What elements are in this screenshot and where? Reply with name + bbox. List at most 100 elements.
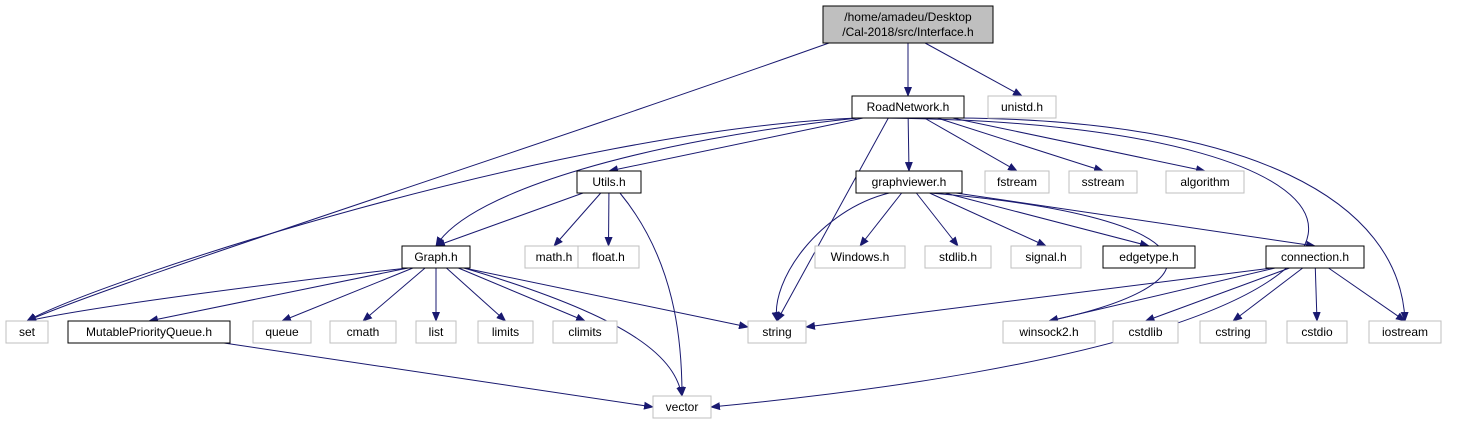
node-label-roadnetwork: RoadNetwork.h [867, 100, 950, 114]
node-interface[interactable]: /home/amadeu/Desktop/Cal-2018/src/Interf… [822, 5, 994, 44]
node-algorithm: algorithm [1165, 170, 1245, 194]
node-box-climits [552, 320, 618, 344]
edge-graph-to-vector [463, 267, 685, 397]
node-windows: Windows.h [814, 245, 906, 269]
node-utils[interactable]: Utils.h [576, 170, 642, 194]
node-cstdio: cstdio [1286, 320, 1348, 344]
node-box-list [415, 320, 457, 344]
node-cstring: cstring [1199, 320, 1267, 344]
node-iostream: iostream [1368, 320, 1442, 344]
node-label-mpq: MutablePriorityQueue.h [86, 325, 212, 339]
edges-layer [26, 42, 1409, 411]
edge-graphviewer-to-edgetype [944, 192, 1150, 248]
node-box-cmath [329, 320, 397, 344]
node-box-set [5, 320, 49, 344]
node-box-windows [814, 245, 906, 269]
node-box-roadnetwork [851, 95, 965, 119]
node-label-cstdlib: cstdlib [1128, 325, 1162, 339]
edge-graph-to-mpq [148, 267, 409, 324]
node-label-utils: Utils.h [592, 175, 625, 189]
node-box-unistd [987, 95, 1057, 119]
node-string: string [747, 320, 807, 344]
edge-roadnetwork-to-iostream [957, 117, 1409, 322]
node-box-iostream [1368, 320, 1442, 344]
nodes-layer: /home/amadeu/Desktop/Cal-2018/src/Interf… [5, 5, 1442, 419]
node-signal: signal.h [1010, 245, 1082, 269]
edge-graphviewer-to-connection [955, 192, 1316, 249]
node-box-cstring [1199, 320, 1267, 344]
node-box-limits [477, 320, 534, 344]
node-box-cstdlib [1112, 320, 1179, 344]
node-graphviewer[interactable]: graphviewer.h [855, 170, 963, 194]
edge-graphviewer-to-signal [929, 192, 1047, 247]
node-label-windows: Windows.h [831, 250, 890, 264]
edge-utils-to-math [553, 192, 602, 247]
node-edgetype[interactable]: edgetype.h [1102, 245, 1196, 269]
node-label-cmath: cmath [347, 325, 380, 339]
node-label-list: list [429, 325, 444, 339]
edge-roadnetwork-to-graphviewer [904, 117, 913, 172]
node-box-edgetype [1102, 245, 1196, 269]
node-sstream: sstream [1068, 170, 1138, 194]
edge-graph-to-cmath [362, 267, 426, 322]
node-mpq[interactable]: MutablePriorityQueue.h [67, 320, 231, 344]
edge-graph-to-limits [446, 267, 507, 322]
node-label-cstring: cstring [1215, 325, 1250, 339]
node-queue: queue [252, 320, 312, 344]
node-list: list [415, 320, 457, 344]
node-box-mpq [67, 320, 231, 344]
node-box-stdlib [924, 245, 992, 269]
node-unistd: unistd.h [987, 95, 1057, 119]
node-box-winsock2 [1002, 320, 1096, 344]
node-box-utils [576, 170, 642, 194]
edge-graphviewer-to-stdlib [915, 192, 959, 247]
node-box-connection [1265, 245, 1365, 269]
node-climits: climits [552, 320, 618, 344]
node-label-iostream: iostream [1382, 325, 1428, 339]
node-label-unistd: unistd.h [1001, 100, 1043, 114]
node-set: set [5, 320, 49, 344]
node-connection[interactable]: connection.h [1265, 245, 1365, 269]
node-box-queue [252, 320, 312, 344]
node-cstdlib: cstdlib [1112, 320, 1179, 344]
node-label-graph: Graph.h [414, 250, 457, 264]
node-label-interface: /Cal-2018/src/Interface.h [842, 25, 973, 39]
edge-graphviewer-to-windows [859, 192, 903, 247]
edge-roadnetwork-to-graph [435, 117, 859, 247]
node-label-graphviewer: graphviewer.h [872, 175, 947, 189]
edge-graph-to-queue [281, 267, 414, 322]
node-box-graphviewer [855, 170, 963, 194]
node-label-signal: signal.h [1025, 250, 1066, 264]
edge-graphviewer-to-string [771, 192, 890, 322]
node-box-signal [1010, 245, 1082, 269]
node-label-stdlib: stdlib.h [939, 250, 977, 264]
node-label-float: float.h [592, 250, 625, 264]
edge-connection-to-string [805, 267, 1273, 330]
node-fstream: fstream [984, 170, 1050, 194]
node-box-vector [652, 395, 712, 419]
node-box-graph [401, 245, 471, 269]
node-label-set: set [19, 325, 36, 339]
node-box-interface [822, 5, 994, 44]
node-box-float [577, 245, 640, 269]
edge-graph-to-string [463, 267, 749, 330]
edge-connection-to-cstdio [1312, 267, 1321, 322]
edge-roadnetwork-to-utils [608, 117, 864, 174]
node-label-limits: limits [492, 325, 519, 339]
node-box-algorithm [1165, 170, 1245, 194]
node-stdlib: stdlib.h [924, 245, 992, 269]
node-winsock2: winsock2.h [1002, 320, 1096, 344]
edge-interface-to-unistd [924, 42, 1023, 97]
edge-utils-to-graph [435, 192, 584, 247]
node-label-interface: /home/amadeu/Desktop [844, 10, 972, 24]
edge-connection-to-cstring [1232, 267, 1304, 322]
node-math: math.h [524, 245, 584, 269]
node-vector: vector [652, 395, 712, 419]
edge-roadnetwork-to-fstream [924, 117, 1018, 172]
node-graph[interactable]: Graph.h [401, 245, 471, 269]
node-roadnetwork[interactable]: RoadNetwork.h [851, 95, 965, 119]
node-label-climits: climits [568, 325, 601, 339]
node-label-math: math.h [536, 250, 573, 264]
node-label-winsock2: winsock2.h [1018, 325, 1078, 339]
